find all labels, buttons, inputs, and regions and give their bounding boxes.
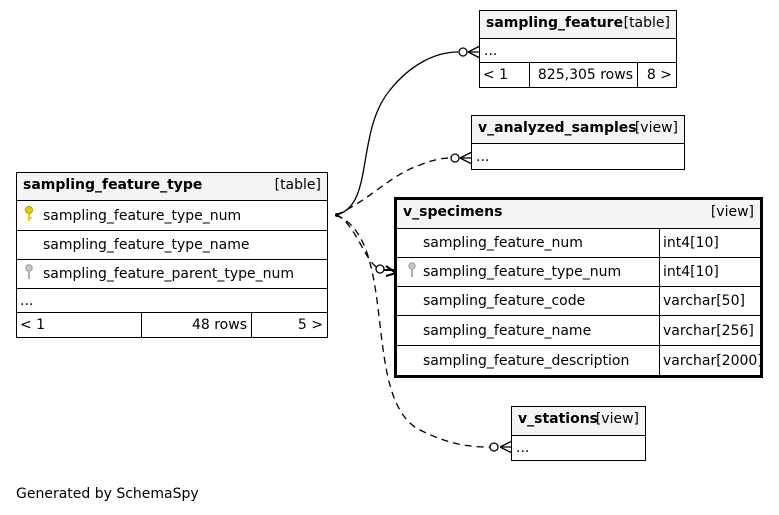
ellipsis-row: ... (480, 39, 676, 63)
column-name: sampling_feature_parent_type_num (43, 266, 295, 282)
footer-text: Generated by SchemaSpy (16, 486, 199, 502)
crowfoot-v-stations (499, 440, 513, 454)
ellipsis: ... (20, 292, 34, 309)
column-name: sampling_feature_type_num (423, 264, 622, 280)
column-row[interactable]: sampling_feature_type_num int4[10] (397, 258, 760, 287)
row-count: 48 rows (141, 313, 251, 337)
table-v-stations[interactable]: v_stations [view] ... (511, 406, 646, 461)
table-name: sampling_feature (486, 15, 624, 31)
column-row[interactable]: sampling_feature_description varchar[200… (397, 346, 763, 375)
column-row[interactable]: sampling_feature_num int4[10] (397, 229, 760, 258)
row-count: 825,305 rows (529, 63, 637, 87)
column-type: int4[10] (659, 229, 760, 257)
column-row[interactable]: sampling_feature_type_num (17, 201, 327, 231)
nav-prev-link[interactable]: < 1 (483, 67, 509, 83)
column-row[interactable]: sampling_feature_name varchar[256] (397, 316, 760, 346)
edge-origin-dot (335, 213, 339, 217)
table-header: v_stations [view] (512, 407, 645, 436)
column-row[interactable]: sampling_feature_code varchar[50] (397, 287, 760, 316)
column-type: varchar[256] (659, 316, 760, 345)
column-name: sampling_feature_code (423, 293, 586, 309)
cardinality-circle-v-specimens (375, 264, 385, 274)
ellipsis-row: ... (512, 436, 645, 460)
ellipsis: ... (476, 148, 490, 165)
column-type: int4[10] (659, 258, 760, 286)
cardinality-circle-v-stations (489, 442, 499, 452)
table-header: v_analyzed_samples [view] (472, 116, 684, 144)
crowfoot-v-analyzed-samples (459, 151, 473, 165)
column-name: sampling_feature_type_num (43, 207, 242, 224)
table-kind: [view] (710, 204, 754, 220)
table-v-analyzed-samples[interactable]: v_analyzed_samples [view] ... (471, 115, 685, 170)
column-name: sampling_feature_num (423, 235, 583, 251)
foreign-key-icon (24, 263, 34, 285)
ellipsis: ... (484, 42, 498, 59)
table-kind: [table] (623, 15, 670, 31)
cardinality-circle-v-analyzed-samples (450, 153, 460, 163)
table-kind: [view] (634, 120, 678, 136)
nav-next-link[interactable]: 8 > (637, 63, 676, 87)
nav-row: < 1 48 rows 5 > (17, 313, 327, 337)
primary-key-icon (24, 205, 34, 227)
column-row[interactable]: sampling_feature_parent_type_num (17, 260, 327, 289)
table-sampling-feature-type[interactable]: sampling_feature_type [table] sampling_f… (16, 172, 328, 338)
column-type: varchar[2000] (659, 346, 763, 375)
column-name: sampling_feature_name (423, 322, 592, 339)
ellipsis-row: ... (472, 144, 684, 169)
crowfoot-sampling-feature (467, 45, 481, 59)
table-name: v_stations (518, 411, 599, 427)
column-type: varchar[50] (659, 287, 760, 315)
nav-next-link[interactable]: 5 > (251, 313, 327, 337)
table-header: sampling_feature_type [table] (17, 173, 327, 201)
table-v-specimens[interactable]: v_specimens [view] sampling_feature_num … (394, 197, 763, 378)
table-header: v_specimens [view] (397, 200, 760, 229)
table-sampling-feature[interactable]: sampling_feature [table] ... < 1 825,305… (479, 10, 677, 88)
table-kind: [view] (595, 411, 639, 427)
ellipsis-row: ... (17, 289, 327, 313)
cardinality-circle-sampling-feature (458, 47, 468, 57)
ellipsis: ... (516, 440, 530, 456)
column-name: sampling_feature_type_name (43, 237, 250, 253)
table-name: v_specimens (403, 204, 503, 220)
table-name: sampling_feature_type (23, 177, 203, 193)
table-kind: [table] (274, 177, 321, 193)
column-row[interactable]: sampling_feature_type_name (17, 231, 327, 260)
nav-prev-link[interactable]: < 1 (20, 317, 46, 333)
edge-to-v-stations (335, 214, 491, 448)
column-name: sampling_feature_description (423, 352, 630, 369)
table-name: v_analyzed_samples (478, 120, 637, 136)
edge-to-v-analyzed-samples (335, 157, 451, 216)
table-header: sampling_feature [table] (480, 11, 676, 39)
nav-row: < 1 825,305 rows 8 > (480, 63, 676, 87)
edge-to-v-specimens (335, 214, 379, 269)
foreign-key-icon (407, 261, 417, 283)
edge-to-sampling-feature (335, 51, 459, 216)
